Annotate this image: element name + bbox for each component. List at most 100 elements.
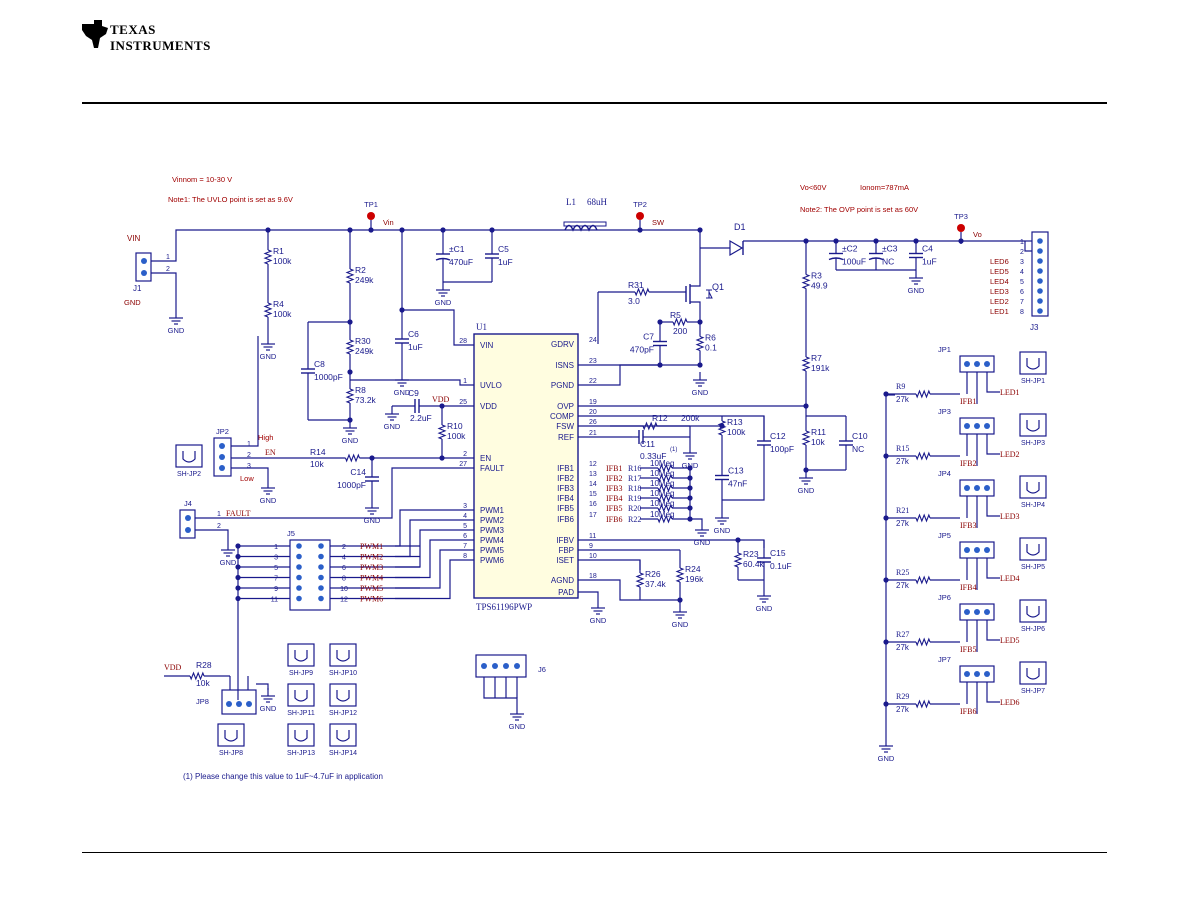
ref-r14: R14 [310, 447, 326, 457]
ic-pin-num: 20 [589, 409, 597, 416]
testpoint-tp2 [636, 212, 644, 220]
gnd-label: GND [394, 388, 411, 397]
pwm-net-label: PWM6 [360, 595, 383, 604]
ic-pin-num: 10 [589, 553, 597, 560]
value-c12: 100pF [770, 444, 794, 454]
shunt-link [224, 730, 238, 742]
ic-pin-num: 17 [589, 512, 597, 519]
jumper-jp8 [221, 689, 257, 715]
mosfet-diode [706, 289, 713, 299]
net-vin: VIN [127, 234, 141, 243]
resistor-r12 [642, 421, 658, 431]
header-pin [185, 527, 191, 533]
value-c14: 1000pF [337, 480, 366, 490]
ic-pin-num: 24 [589, 337, 597, 344]
shunt-label: SH-JP9 [289, 670, 313, 677]
resistor-r [915, 513, 931, 523]
ref-c10: C10 [852, 431, 868, 441]
ifb-net-label: IFB6 [606, 515, 622, 524]
resistor-r3 [801, 273, 811, 290]
ref-l1: L1 [566, 197, 576, 207]
gnd-label: GND [509, 722, 526, 731]
ic-pin-num: 4 [463, 513, 467, 520]
gnd-label: GND [590, 616, 607, 625]
value-r24: 196k [685, 574, 704, 584]
ic-pin-name: IFB5 [557, 504, 574, 513]
shunt-jumper [287, 683, 315, 707]
junction-dot [697, 227, 703, 233]
wire [690, 280, 701, 287]
gnd-label: GND [694, 538, 711, 547]
wire [578, 579, 640, 601]
ref-c13: C13 [728, 466, 744, 476]
resistor-r [915, 637, 931, 647]
wire [151, 229, 700, 262]
gnd-label: GND [798, 486, 815, 495]
junction-dot [677, 597, 683, 603]
wire [690, 301, 701, 322]
net-label: Vin [383, 218, 394, 227]
pin-num: 1 [166, 254, 170, 261]
wire [483, 677, 518, 706]
value-r30: 249k [355, 346, 374, 356]
connector-j6 [475, 654, 527, 678]
ifb-res-value: 10Meg [650, 479, 674, 488]
ic-pin-name: PWM6 [480, 556, 505, 565]
shunt-jumper [1019, 351, 1047, 375]
header-pin [1037, 268, 1043, 274]
jumper-jp2 [213, 437, 232, 477]
shunt-link [1026, 358, 1040, 370]
j3-pin-num: 1 [1020, 239, 1024, 246]
gnd-label: GND [756, 604, 773, 613]
connector-j4 [179, 509, 196, 539]
ref-r1: R1 [273, 246, 284, 256]
ifb-net-label: IFB5 [606, 504, 622, 513]
shunt-jumper [287, 643, 315, 667]
shunt-label: SH-JP12 [329, 710, 357, 717]
resistor-r24 [675, 567, 685, 583]
j3-pin-num: 7 [1020, 299, 1024, 306]
ic-pin-name: OVP [557, 402, 574, 411]
j3-pin-num: 6 [1020, 289, 1024, 296]
pwm-net-label: PWM3 [360, 563, 383, 572]
junction-dot [687, 495, 693, 501]
ref-q1: Q1 [712, 282, 724, 292]
ref-c14: C14 [350, 467, 366, 477]
jumper-jp5 [959, 541, 995, 559]
j5-pin-num: 9 [274, 586, 278, 593]
header-pin [984, 609, 990, 615]
testpoint-label: TP1 [364, 200, 378, 209]
ref-r30: R30 [355, 336, 371, 346]
net-vdd-2: VDD [164, 663, 182, 672]
junction-dot [347, 369, 353, 375]
junction-dot [439, 403, 445, 409]
j5-pin-num: 7 [274, 576, 278, 583]
value-c1: 470uF [449, 257, 473, 267]
shunt-link [1026, 668, 1040, 680]
j5-pin-num: 1 [274, 544, 278, 551]
ic-ref: U1 [476, 322, 487, 332]
shunt-link [1026, 482, 1040, 494]
jumper-ref: JP4 [938, 469, 951, 478]
header-pin [964, 423, 970, 429]
jumper-jp8-ref: JP8 [196, 697, 209, 706]
header-pin [1037, 248, 1043, 254]
ifb-res-ref: R16 [628, 464, 641, 473]
ic-pin-name: PWM4 [480, 536, 505, 545]
ref-r8: R8 [355, 385, 366, 395]
resistor-r [657, 463, 673, 473]
j3-pin-num: 4 [1020, 269, 1024, 276]
value-r14: 10k [310, 459, 324, 469]
connector-j6-ref: J6 [538, 665, 546, 674]
net-vdd: VDD [432, 395, 450, 404]
jumper-ref: JP7 [938, 655, 951, 664]
junction-dot [657, 362, 663, 368]
header-pin [219, 454, 225, 460]
ref-r4: R4 [273, 299, 284, 309]
shunt-jumper [1019, 413, 1047, 437]
ref-r11: R11 [811, 427, 826, 437]
gnd-label: GND [384, 422, 401, 431]
ic-pin-name: PWM5 [480, 546, 505, 555]
